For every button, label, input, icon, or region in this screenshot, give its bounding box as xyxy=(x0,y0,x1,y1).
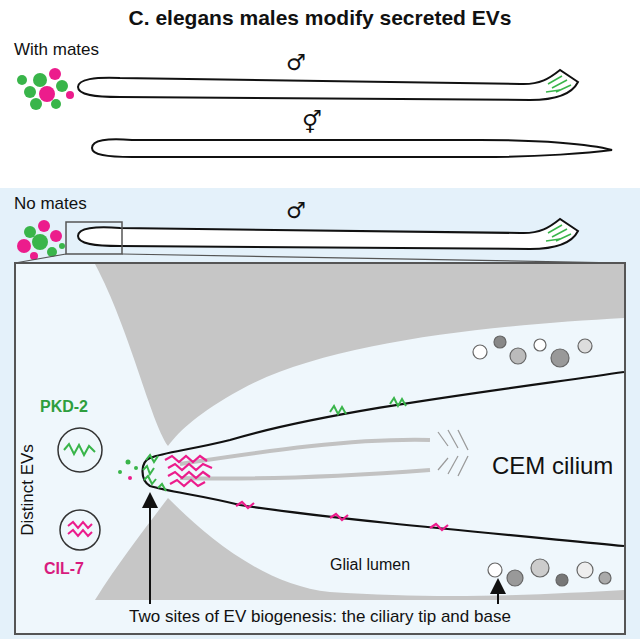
panel-ground xyxy=(0,188,640,639)
panel-label: With mates xyxy=(14,40,99,60)
structure-label: Glial lumen xyxy=(330,556,410,574)
transition-zone xyxy=(438,430,468,476)
pointer-arrow xyxy=(149,500,151,604)
cil7-protein xyxy=(165,456,448,530)
rotated-label: Distinct EVs xyxy=(18,444,38,536)
condition-panel: No matesDistinct EVs PKD-2CIL-7 CEM cilium… xyxy=(0,188,640,639)
tail-rays xyxy=(546,76,571,92)
small-dots xyxy=(118,460,138,481)
structure-label: CEM cilium xyxy=(492,452,613,480)
protein-label: PKD-2 xyxy=(40,398,88,416)
cilium-outline xyxy=(143,372,625,546)
hermaphrodite-worm xyxy=(92,139,612,157)
pkd2-protein xyxy=(64,444,95,455)
ev-cluster xyxy=(17,220,65,260)
ev xyxy=(60,510,100,550)
male-worm xyxy=(78,70,578,100)
glia xyxy=(95,498,624,600)
pointer-arrow xyxy=(497,586,499,604)
sex-symbol: ♂ xyxy=(286,198,306,223)
inset-panel: Distinct EVs PKD-2CIL-7 CEM ciliumGlial lu… xyxy=(15,263,625,634)
protein-label: CIL-7 xyxy=(44,560,84,578)
ev xyxy=(58,428,102,472)
zoom-line xyxy=(15,254,66,263)
axoneme xyxy=(180,440,430,479)
pkd2-protein xyxy=(143,398,406,491)
inset-box xyxy=(15,263,625,634)
male-worm xyxy=(78,219,578,249)
glia xyxy=(95,264,624,446)
ev-cluster xyxy=(17,68,74,110)
tail-rays xyxy=(546,225,571,241)
caption-note: Two sites of EV biogenesis: the ciliary … xyxy=(20,607,620,627)
sex-symbol: ♂ xyxy=(286,50,306,75)
zoom-box xyxy=(66,222,122,254)
panel-label: No mates xyxy=(14,194,87,214)
figure-title: C. elegans males modify secreted EVs xyxy=(0,6,640,30)
zoom-line xyxy=(122,254,625,263)
cil7-protein xyxy=(68,522,92,536)
sex-symbol: ⚥ xyxy=(302,110,322,135)
